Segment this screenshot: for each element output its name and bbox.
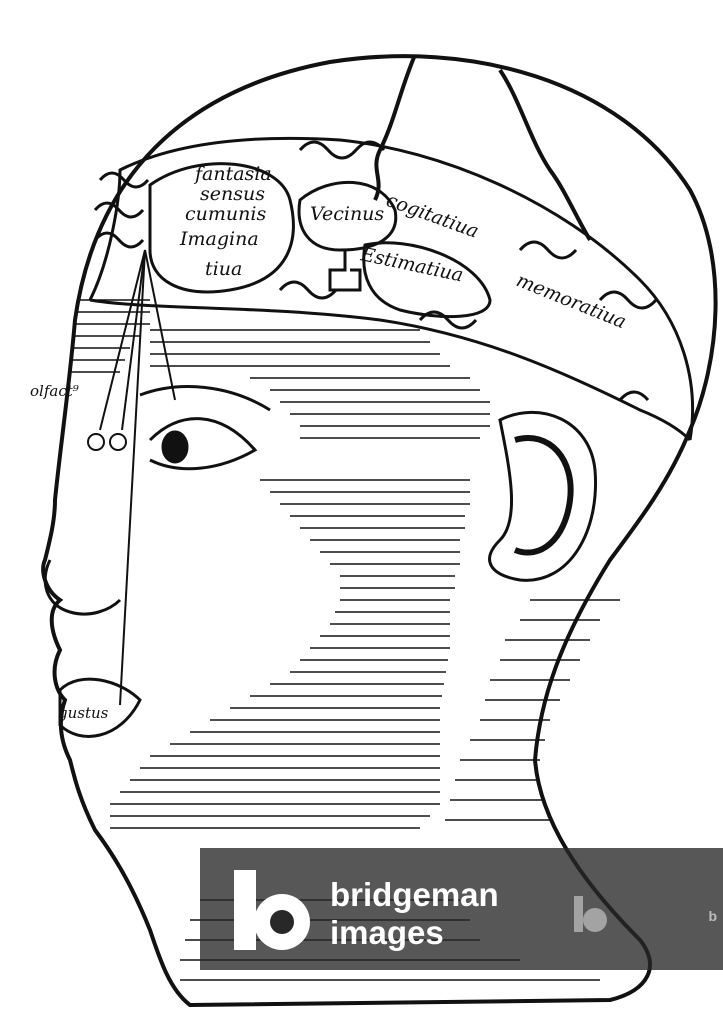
ear bbox=[488, 410, 598, 582]
brain-band bbox=[88, 136, 694, 442]
label-imaginativa-1: Imagina bbox=[179, 228, 259, 250]
label-estimativa: Estimatiua bbox=[358, 243, 465, 286]
watermark-corner-mark: b bbox=[708, 908, 717, 924]
label-olfactus: olfact⁹ bbox=[30, 382, 79, 400]
label-gustus: gustus bbox=[58, 704, 109, 722]
label-memorativa: memoratiua bbox=[513, 269, 629, 333]
nerve-threads bbox=[87, 249, 176, 706]
label-cogitativa: cogitatiua bbox=[383, 189, 481, 243]
bridgeman-logo-icon bbox=[234, 870, 310, 950]
eye bbox=[139, 385, 271, 471]
watermark-line2: images bbox=[330, 914, 444, 951]
label-fantasia: fantasia bbox=[193, 163, 272, 185]
label-vermis: Vecinus bbox=[310, 203, 384, 225]
face-hatching bbox=[68, 299, 620, 981]
watermark-line1: bridgeman bbox=[330, 876, 499, 913]
label-communis: cumunis bbox=[185, 203, 266, 225]
watermark-small-logo-icon bbox=[574, 896, 607, 932]
nose-mouth bbox=[43, 559, 142, 738]
label-sensus: sensus bbox=[200, 183, 265, 205]
label-imaginativa-2: tiua bbox=[205, 258, 242, 280]
watermark-banner: bridgeman images b bbox=[200, 848, 723, 970]
